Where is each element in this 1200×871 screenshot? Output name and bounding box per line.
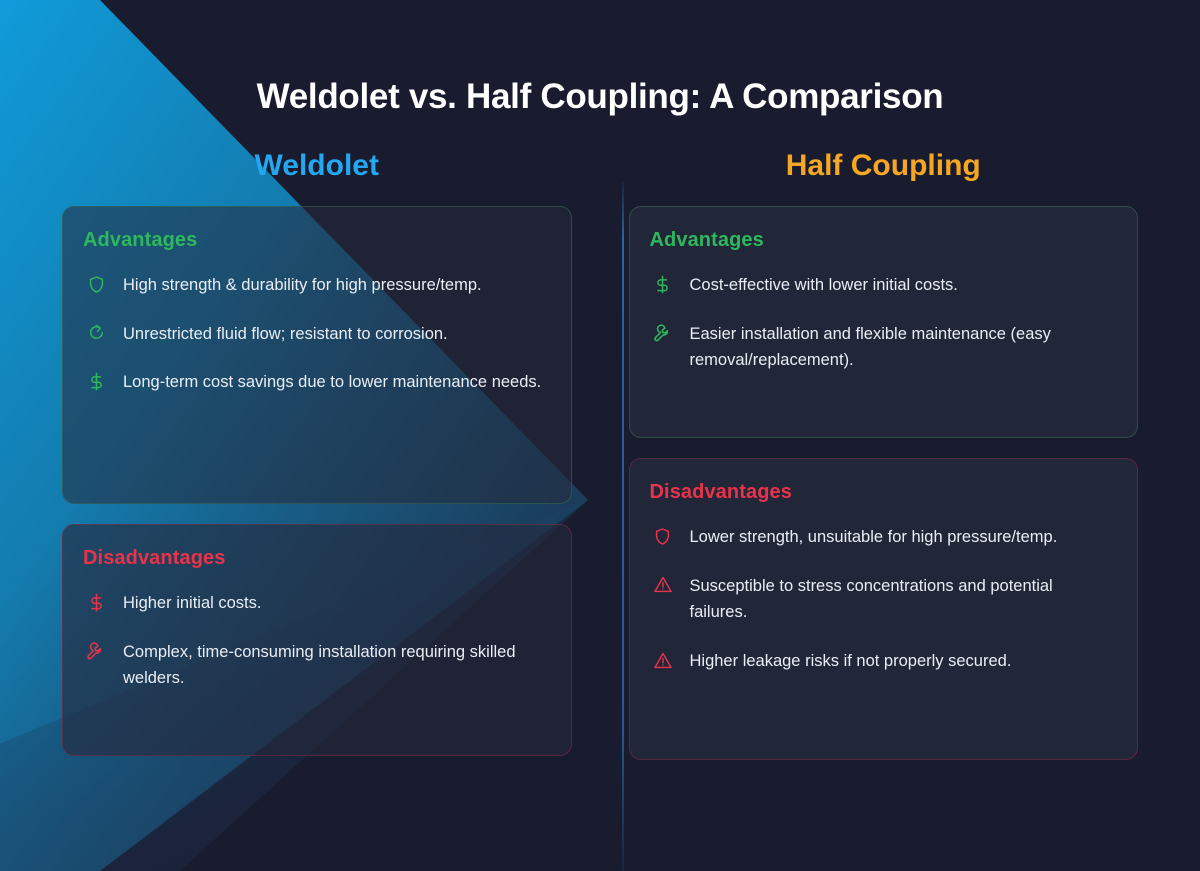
column-heading-half-coupling: Half Coupling [785,149,981,182]
wrench-icon [650,322,676,344]
page-title: Weldolet vs. Half Coupling: A Comparison [256,77,944,116]
warning-icon [650,649,676,671]
list-item: Susceptible to stress concentrations and… [650,573,1114,626]
list-item: Long-term cost savings due to lower main… [83,369,547,396]
list-item-text: Long-term cost savings due to lower main… [123,373,542,392]
list-item-text: High strength & durability for high pres… [123,276,482,294]
list-item: Lower strength, unsuitable for high pres… [650,524,1114,551]
list-item-text: Higher leakage risks if not properly sec… [689,652,1012,671]
column-heading-weldolet: Weldolet [254,149,379,182]
list-item-text: Lower strength, unsuitable for high pres… [689,528,1058,546]
list-item: Cost-effective with lower initial costs. [650,272,1114,299]
list-item: Unrestricted fluid flow; resistant to co… [83,321,547,348]
list-item: Higher leakage risks if not properly sec… [650,648,1114,675]
card-weldolet-advantages: Advantages High strength & durability fo… [62,206,572,504]
dollar-icon [650,273,676,295]
list-item-text: Complex, time-consuming installation req… [123,642,516,688]
flow-arrow-icon [83,322,109,344]
card-half-coupling-advantages: Advantages Cost-effective with lower ini… [628,206,1138,438]
list-item-text: Easier installation and flexible mainten… [689,324,1051,370]
wrench-icon [83,640,109,662]
dollar-icon [83,370,109,392]
card-title-disadvantages: Disadvantages [649,481,792,503]
list-item-text: Unrestricted fluid flow; resistant to co… [123,324,448,343]
card-half-coupling-disadvantages: Disadvantages Lower strength, unsuitable… [628,458,1138,760]
column-weldolet: Weldolet Advantages High strength & dura… [62,146,572,780]
shield-icon [83,273,109,295]
list-item-text: Cost-effective with lower initial costs. [689,276,958,294]
list-item: Easier installation and flexible mainten… [650,321,1114,374]
column-divider [622,182,624,871]
shield-icon [650,525,676,547]
card-weldolet-disadvantages: Disadvantages Higher initial costs. [62,524,572,756]
card-title-advantages: Advantages [83,229,198,251]
card-title-disadvantages: Disadvantages [83,547,226,569]
list-item-text: Higher initial costs. [123,594,262,612]
card-title-advantages: Advantages [649,229,764,251]
warning-icon [650,574,676,596]
comparison-columns: Weldolet Advantages High strength & dura… [0,146,1200,871]
list-item: Higher initial costs. [83,590,547,617]
list-item: Complex, time-consuming installation req… [83,639,547,692]
list-item: High strength & durability for high pres… [83,272,547,299]
dollar-icon [83,591,109,613]
list-item-text: Susceptible to stress concentrations and… [689,576,1053,622]
column-half-coupling: Half Coupling Advantages Cost-effective … [628,146,1138,780]
